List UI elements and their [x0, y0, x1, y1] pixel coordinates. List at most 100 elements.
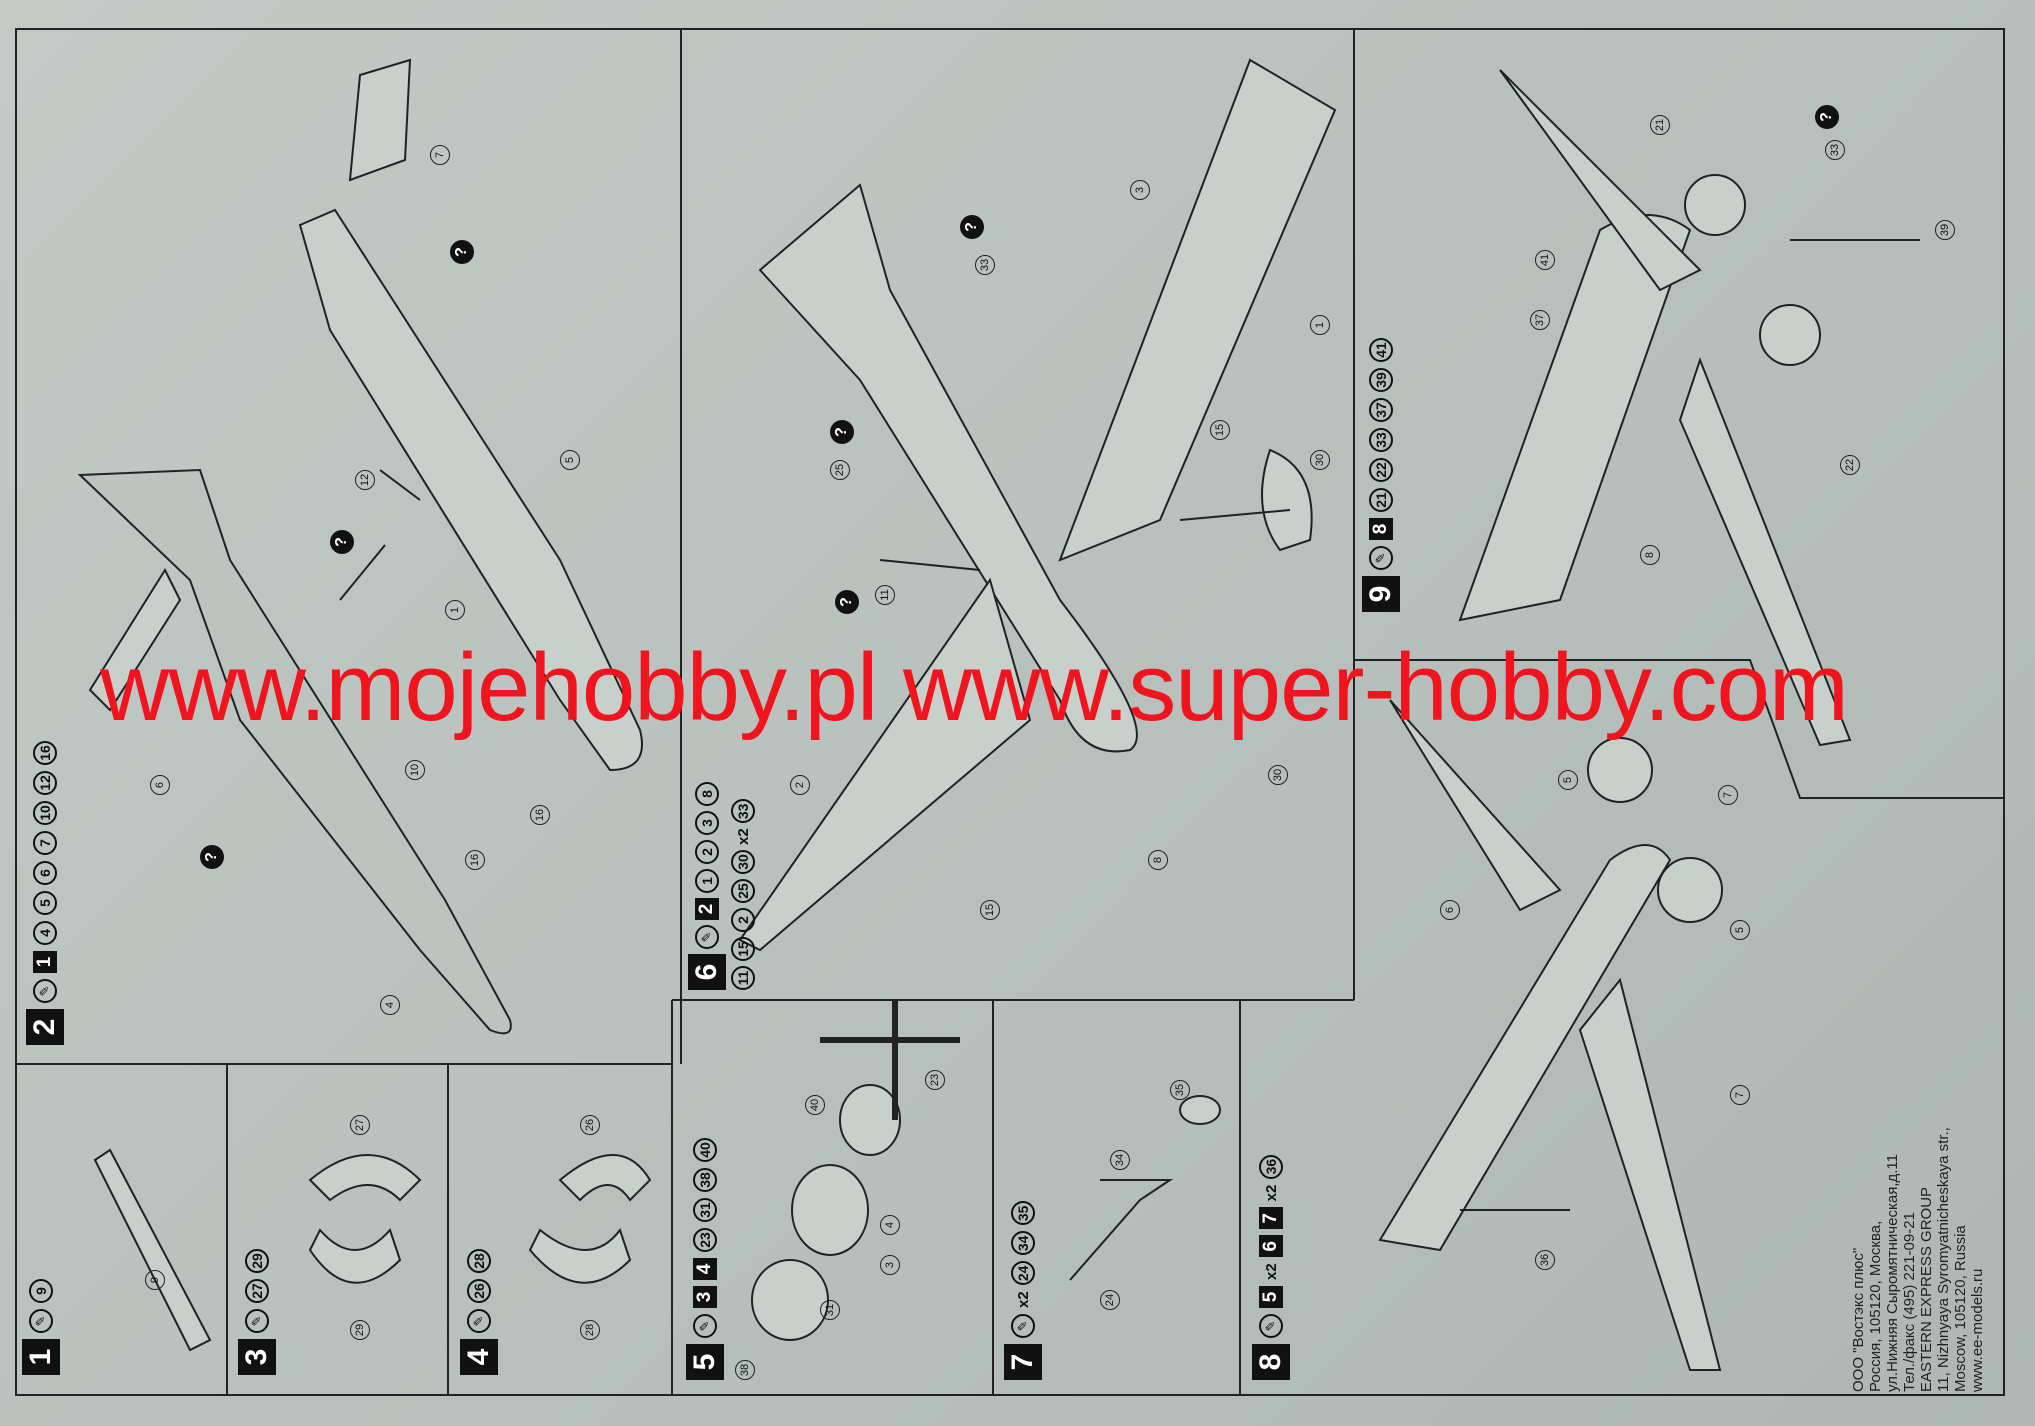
step-number: 9	[1362, 576, 1400, 612]
fuselage-step8	[1378, 844, 1672, 1252]
fuselage-half-left	[77, 468, 512, 1035]
wing-step9-lower	[1678, 357, 1852, 747]
watermark: www.mojehobby.pl www.super-hobby.com	[100, 634, 1849, 741]
part-callout: 7	[1718, 785, 1738, 805]
address-line: 11, Nizhnyaya Syromyatnicheskaya str.,	[1935, 1127, 1952, 1392]
optional-part-question-icon: ?	[835, 590, 859, 614]
part-number: 23	[693, 1228, 717, 1252]
wing-step9-upper	[1499, 69, 1702, 292]
part-number: 7	[33, 831, 57, 855]
part-callout: 36	[1535, 1250, 1555, 1270]
part-callout: 4	[880, 1215, 900, 1235]
part-callout: 29	[350, 1320, 370, 1340]
part-callout: 15	[1210, 420, 1230, 440]
quantity-multiplier: x2	[1262, 1263, 1280, 1280]
part-callout: 23	[925, 1070, 945, 1090]
step-number: 8	[1252, 1344, 1290, 1380]
part-callout: 3	[1130, 180, 1150, 200]
part-callout: 30	[1268, 765, 1288, 785]
part-number: 34	[1011, 1231, 1035, 1256]
part-callout: 4	[380, 995, 400, 1015]
part-number: 22	[1369, 458, 1393, 482]
propeller-step9	[1759, 304, 1821, 366]
part-callout: 6	[1440, 900, 1460, 920]
propeller-part	[820, 1000, 960, 1120]
engine-radial	[751, 1259, 829, 1341]
sprue-part-number: 1	[33, 951, 57, 973]
part-number: 39	[1369, 368, 1393, 392]
engine-cowl-part	[528, 1227, 632, 1284]
step-number: 7	[1004, 1344, 1042, 1380]
optional-part-question-icon: ?	[450, 240, 474, 264]
step-number: 6	[688, 954, 726, 990]
glue-tube-icon: ✎	[1011, 1314, 1035, 1338]
step-1-parts-list: 1✎9	[22, 1279, 60, 1375]
sprue-part-number: 5	[1259, 1286, 1283, 1308]
part-number: 21	[1369, 488, 1393, 512]
address-line: ООО "Востэкс плюс"	[1850, 1247, 1867, 1392]
propeller-step9	[1684, 174, 1746, 236]
part-number: 5	[33, 891, 57, 915]
optional-part-question-icon: ?	[1815, 105, 1839, 129]
address-line: Moscow, 105120, Russia	[1952, 1225, 1969, 1392]
step-number: 3	[238, 1339, 276, 1375]
engine-cowl-part	[308, 1154, 422, 1202]
part-number: 33	[1369, 428, 1393, 452]
part-callout: 35	[1170, 1080, 1190, 1100]
glue-tube-icon: ✎	[33, 979, 57, 1003]
glue-tube-icon: ✎	[695, 925, 719, 949]
part-number: 40	[693, 1138, 717, 1162]
part-callout: 5	[1730, 920, 1750, 940]
part-callout: 16	[530, 805, 550, 825]
part-number: 37	[1369, 398, 1393, 422]
part-number: 26	[467, 1279, 491, 1303]
part-number: 33	[731, 799, 755, 824]
step-number: 1	[22, 1339, 60, 1375]
part-callout: 9	[145, 1270, 165, 1290]
part-callout: 11	[875, 585, 895, 605]
part-number: 8	[695, 782, 719, 806]
wing-left	[738, 577, 1032, 952]
part-callout: 33	[975, 255, 995, 275]
step-number: 4	[460, 1339, 498, 1375]
part-number: 28	[467, 1249, 491, 1273]
step-number: 5	[686, 1344, 724, 1380]
part-number: 25	[731, 879, 755, 903]
part-number: 38	[693, 1168, 717, 1192]
part-callout: 1	[1310, 315, 1330, 335]
optional-part-question-icon: ?	[330, 530, 354, 554]
part-callout: 27	[350, 1115, 370, 1135]
address-line: Тел./факс (495) 221-09-21	[1901, 1212, 1918, 1392]
optional-part-question-icon: ?	[830, 420, 854, 444]
quantity-multiplier: x2	[1262, 1184, 1280, 1202]
part-callout: 3	[880, 1255, 900, 1275]
part-callout: 7	[1730, 1085, 1750, 1105]
part-number: 36	[1259, 1154, 1283, 1179]
glue-tube-icon: ✎	[467, 1309, 491, 1333]
nacelle-cover	[1261, 448, 1313, 552]
part-number: 35	[1011, 1201, 1035, 1226]
landing-gear	[1069, 1179, 1174, 1281]
part-callout: 30	[1310, 450, 1330, 470]
address-line: www.ee-models.ru	[1969, 1268, 1986, 1392]
part-callout: 31	[820, 1300, 840, 1320]
stabilizer	[88, 567, 182, 712]
part-number: 10	[33, 801, 57, 825]
part-number: 15	[731, 937, 755, 961]
part-number: 6	[33, 861, 57, 885]
sprue-part-number: 2	[695, 898, 719, 920]
part-number: 29	[245, 1249, 269, 1273]
part-callout: 21	[1650, 115, 1670, 135]
part-number: 4	[33, 921, 57, 945]
address-line: ул.Нижняя Сыромятническая,д.11	[1884, 1154, 1901, 1392]
wheel	[1179, 1095, 1221, 1125]
address-line: EASTERN EXPRESS GROUP	[1918, 1186, 1935, 1392]
fuselage-step6	[758, 183, 1138, 753]
part-callout: 41	[1535, 250, 1555, 270]
part-number: 11	[731, 966, 755, 990]
part-window-strip	[93, 1148, 212, 1352]
part-number: 1	[695, 869, 719, 893]
